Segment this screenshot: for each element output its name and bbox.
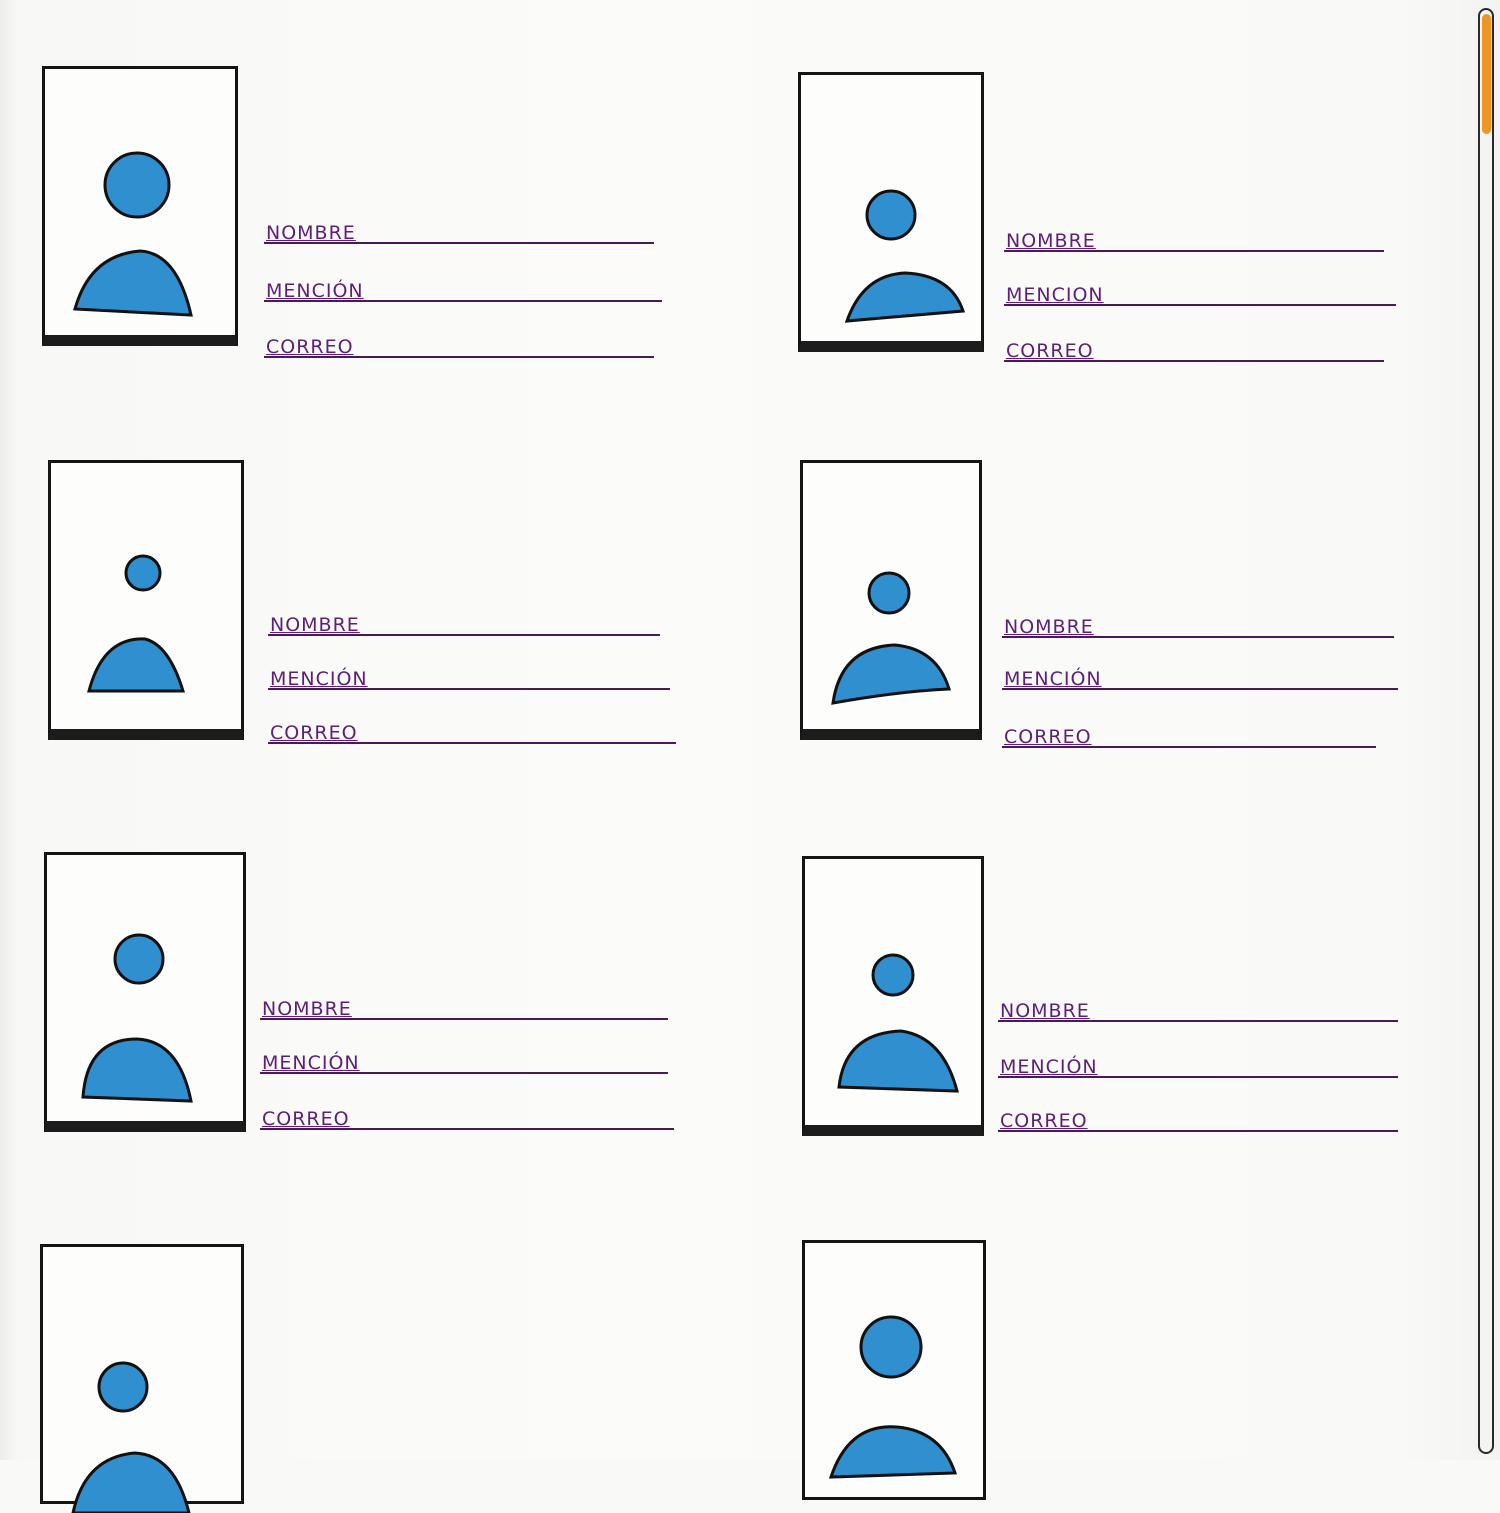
photo-placeholder (802, 1240, 986, 1500)
photo-placeholder (798, 72, 984, 352)
photo-placeholder (48, 460, 244, 740)
name-label: NOMBRE (1006, 230, 1096, 252)
profile-card: NOMBRE MENCION CORREO (798, 72, 1500, 382)
person-silhouette-icon (844, 189, 966, 323)
profile-fields: NOMBRE MENCIÓN CORREO (260, 988, 674, 1138)
mention-label: MENCIÓN (1000, 1056, 1098, 1078)
photo-placeholder (802, 856, 984, 1136)
profile-fields: NOMBRE MENCIÓN CORREO (998, 990, 1398, 1140)
photo-placeholder (44, 852, 246, 1132)
vertical-scrollbar[interactable] (1478, 8, 1494, 1454)
mention-line[interactable]: MENCIÓN (1002, 658, 1398, 690)
scrollbar-thumb[interactable] (1482, 14, 1491, 134)
email-line[interactable]: CORREO (1002, 716, 1376, 748)
email-line[interactable]: CORREO (268, 712, 676, 744)
email-label: CORREO (1006, 340, 1094, 362)
email-label: CORREO (1000, 1110, 1088, 1132)
name-label: NOMBRE (1000, 1000, 1090, 1022)
email-label: CORREO (1004, 726, 1092, 748)
name-label: NOMBRE (266, 222, 356, 244)
name-label: NOMBRE (1004, 616, 1094, 638)
email-label: CORREO (270, 722, 358, 744)
mention-label: MENCIÓN (262, 1052, 360, 1074)
profile-fields: NOMBRE MENCIÓN CORREO (268, 604, 676, 754)
person-silhouette-icon (831, 571, 951, 705)
mention-line[interactable]: MENCION (1004, 274, 1396, 306)
person-silhouette-icon (73, 151, 193, 317)
mention-line[interactable]: MENCIÓN (264, 270, 662, 302)
person-silhouette-icon (828, 1315, 958, 1479)
profile-card (802, 1240, 1500, 1500)
name-line[interactable]: NOMBRE (264, 212, 654, 244)
mention-line[interactable]: MENCIÓN (268, 658, 670, 690)
person-silhouette-icon (81, 933, 193, 1103)
name-line[interactable]: NOMBRE (998, 990, 1398, 1022)
name-line[interactable]: NOMBRE (268, 604, 660, 636)
name-line[interactable]: NOMBRE (1002, 606, 1394, 638)
mention-line[interactable]: MENCIÓN (260, 1042, 668, 1074)
email-line[interactable]: CORREO (998, 1100, 1398, 1132)
profile-card (40, 1244, 760, 1513)
name-label: NOMBRE (262, 998, 352, 1020)
profile-fields: NOMBRE MENCION CORREO (1004, 220, 1396, 370)
name-line[interactable]: NOMBRE (1004, 220, 1384, 252)
person-silhouette-icon (837, 953, 959, 1093)
person-silhouette-icon (87, 554, 186, 693)
email-label: CORREO (266, 336, 354, 358)
email-line[interactable]: CORREO (260, 1098, 674, 1130)
photo-placeholder (800, 460, 982, 740)
photo-placeholder (42, 66, 238, 346)
email-label: CORREO (262, 1108, 350, 1130)
name-line[interactable]: NOMBRE (260, 988, 668, 1020)
photo-placeholder (40, 1244, 244, 1513)
profile-card: NOMBRE MENCIÓN CORREO (48, 460, 768, 770)
person-silhouette-icon (71, 1361, 191, 1513)
profile-card: NOMBRE MENCIÓN CORREO (44, 852, 764, 1162)
mention-line[interactable]: MENCIÓN (998, 1046, 1398, 1078)
profile-card: NOMBRE MENCIÓN CORREO (42, 66, 762, 376)
profile-fields: NOMBRE MENCIÓN CORREO (1002, 606, 1398, 756)
profile-fields: NOMBRE MENCIÓN CORREO (264, 212, 662, 362)
mention-label: MENCIÓN (270, 668, 368, 690)
profile-card: NOMBRE MENCIÓN CORREO (802, 856, 1500, 1166)
mention-label: MENCIÓN (1004, 668, 1102, 690)
email-line[interactable]: CORREO (1004, 330, 1384, 362)
profile-card: NOMBRE MENCIÓN CORREO (800, 460, 1500, 770)
name-label: NOMBRE (270, 614, 360, 636)
mention-label: MENCION (1006, 284, 1104, 306)
mention-label: MENCIÓN (266, 280, 364, 302)
email-line[interactable]: CORREO (264, 326, 654, 358)
